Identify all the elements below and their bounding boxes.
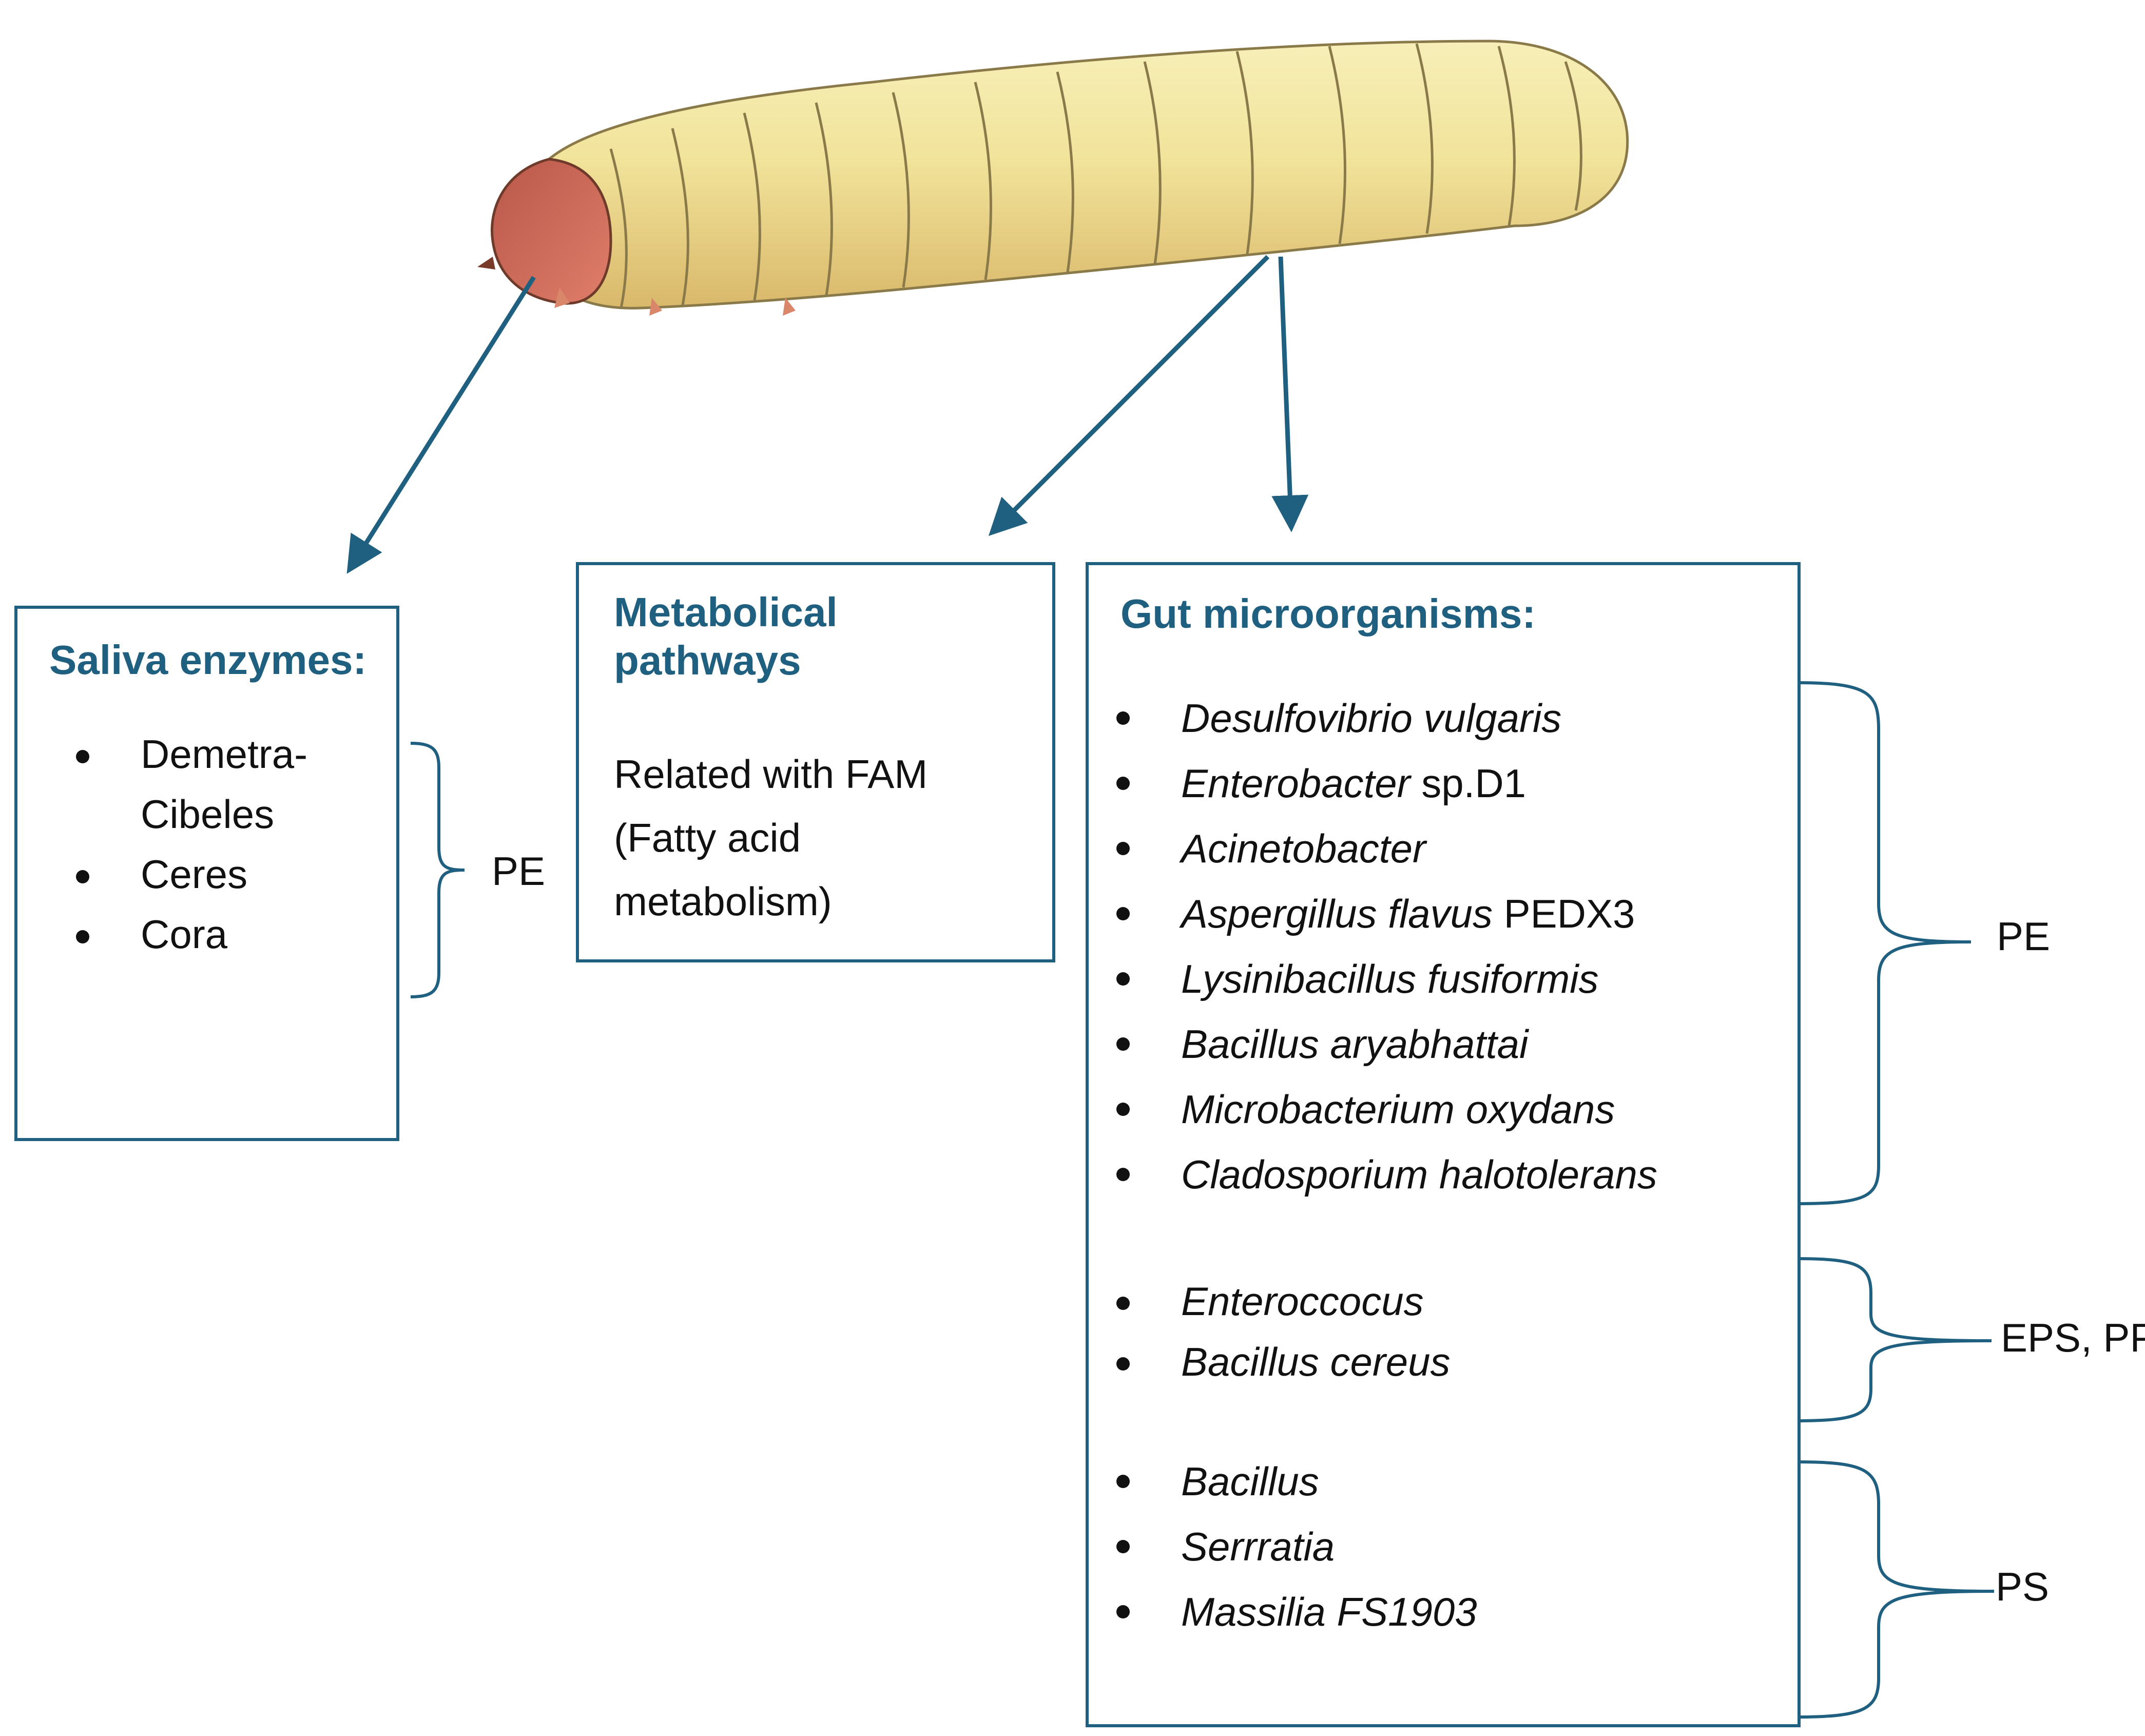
gut-group2-list: Enteroccocus Bacillus cereus (1089, 1271, 1451, 1392)
gut-microorganisms-title: Gut microorganisms: (1120, 591, 1536, 636)
saliva-enzymes-list: Demetra-Cibeles Ceres Cora (48, 724, 346, 965)
gut-group3-list: Bacillus Serrratia Massilia FS1903 (1089, 1449, 1477, 1645)
larva-segments (609, 43, 1582, 308)
saliva-enzymes-box: Saliva enzymes: Demetra-Cibeles Ceres Co… (14, 606, 399, 1141)
list-item: Bacillus aryabhattai (1089, 1012, 1657, 1077)
list-item: Microbacterium oxydans (1089, 1077, 1657, 1142)
gut-group3-target-label: PS (1996, 1564, 2050, 1609)
metabolic-pathways-box: Metabolical pathways Related with FAM (F… (576, 562, 1055, 962)
list-item: Enteroccocus (1089, 1271, 1451, 1332)
arrow-to-saliva (346, 276, 536, 574)
list-item: Massilia FS1903 (1089, 1579, 1477, 1645)
brace-saliva (410, 742, 465, 998)
list-item: Demetra-Cibeles (48, 724, 346, 844)
saliva-enzymes-title: Saliva enzymes: (49, 637, 367, 683)
list-item: Aspergillus flavus PEDX3 (1089, 881, 1657, 947)
arrows (346, 255, 1309, 574)
list-item: Bacillus cereus (1089, 1332, 1451, 1392)
metabolic-pathways-description: Related with FAM (Fatty acid metabolism) (614, 751, 928, 924)
larva-illustration (477, 40, 1629, 316)
brace-gut-group2 (1796, 1257, 1992, 1422)
list-item: Cladosporium halotolerans (1089, 1142, 1657, 1207)
list-item: Bacillus (1089, 1449, 1477, 1514)
braces (410, 681, 1995, 1719)
gut-group1-target-label: PE (1997, 914, 2051, 959)
saliva-target-label: PE (492, 848, 546, 894)
arrow-to-gut (1271, 256, 1309, 532)
larva-mandible (477, 257, 495, 269)
list-item: Lysinibacillus fusiformis (1089, 947, 1657, 1012)
list-item: Acinetobacter (1089, 816, 1657, 881)
gut-group1-list: Desulfovibrio vulgaris Enterobacter sp.D… (1089, 686, 1657, 1207)
brace-gut-group3 (1796, 1460, 1995, 1719)
list-item: Ceres (48, 844, 346, 904)
metabolic-pathways-title: Metabolical pathways (614, 589, 838, 684)
larva-head (491, 158, 612, 305)
arrow-to-metabolic (988, 255, 1270, 536)
list-item: Enterobacter sp.D1 (1089, 751, 1657, 816)
list-item: Serrratia (1089, 1514, 1477, 1579)
gut-microorganisms-box: Gut microorganisms: Desulfovibrio vulgar… (1086, 562, 1801, 1727)
list-item: Cora (48, 904, 346, 965)
brace-gut-group1 (1796, 681, 1972, 1205)
larva-body (532, 40, 1629, 310)
larva-legs (554, 287, 796, 316)
gut-group2-target-label: EPS, PP (2001, 1315, 2145, 1360)
list-item: Desulfovibrio vulgaris (1089, 686, 1657, 751)
